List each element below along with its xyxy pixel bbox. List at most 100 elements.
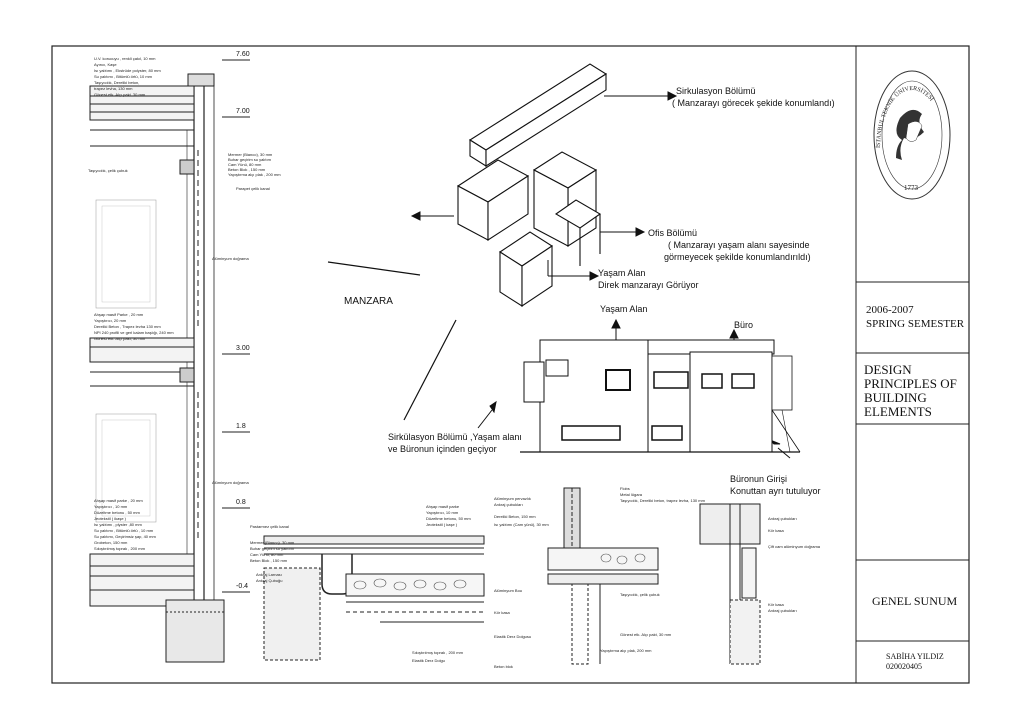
semester-term: SPRING SEMESTER [866,318,965,330]
section-note: Ayırıcı, Kaşe [94,62,117,67]
detail-label: Sıkıştırılmış toprak , 200 mm [412,650,463,655]
detail-label: Yapıştırma alçı plak, 200 mm [600,648,652,653]
sheet-title: GENEL SUNUM [872,594,958,608]
semester-year: 2006-2007 [866,304,914,316]
university-seal-icon [873,70,951,200]
section-note: Gönest etk. Alçı pakt, 30 mm [94,92,146,97]
section-note: Yapıştırıcı, 20 mm [94,318,127,323]
detail-label: Çift cam alüminyum doğrama [768,544,821,549]
detail-label: Alüminyum Bou [494,588,523,593]
window-wall-details [547,487,761,665]
circulation-desc-1: Sirkülasyon Bölümü ,Yaşam alanı [388,432,522,442]
section-note: Ahşap masif parke , 20 mm [94,498,143,503]
detail-label: Isı yalıtımı (Cam yünü), 30 mm [494,522,549,527]
course-title-3: BUILDING [864,390,927,405]
detail-label: Ankraj çubukları [494,502,523,507]
detail-label: Ankraj Larnası [256,572,282,577]
level-mark: 3.00 [236,345,250,352]
section-note: trapez levha, 130 mm [94,86,133,91]
course-title-1: DESIGN [864,362,912,377]
detail-label: Kör kasa [768,528,784,533]
detail-label: Cam Yünü, 80 mm [250,552,284,557]
axonometric-massing [456,63,608,308]
detail-label: Metal lügara [620,492,643,497]
student-number: 020020405 [886,662,922,671]
section-note: U.V. korucuyu , renkli çakıl, 10 mm [94,56,156,61]
section-note: Ahşap masif Parke , 20 mm [94,312,144,317]
wall-section-drawing [89,59,250,663]
detail-label: Flobs [620,486,630,491]
ofis-desc-1: ( Manzarayı yaşam alanı sayesinde [668,240,810,250]
detail-label: Elastik Derz Dolgu [412,658,445,663]
circulation-desc-2: ve Büronun içinden geçiyor [388,444,497,454]
detail-label: Mermer (Bianco), 30 mm [250,540,295,545]
detail-label: Kör kasa [768,602,784,607]
section-note: Sıkıştırılmış toprak , 200 mm [94,546,145,551]
yasam-title: Yaşam Alan [598,268,646,278]
section-note: Mermer (Bianco), 30 mm [228,152,273,157]
detail-label: Ankraj Çubuğu [256,578,283,583]
yasam-desc: Direk manzarayı Görüyor [598,280,699,290]
detail-label: Ankraj çubukları [768,608,797,613]
sirkulasyon-title: Sirkulasyon Bölümü [676,86,756,96]
detail-label: Dereliki Beton, 150 mm [494,514,536,519]
manzara-label: MANZARA [344,296,393,307]
ofis-title: Ofis Bölümü [648,228,698,238]
section-note: Isı yalıtımı , Ekstrüde polyster, 80 mm [94,68,161,73]
detail-label: Kör kasa [494,610,510,615]
level-mark: 7.00 [236,108,250,115]
seal-year: 1773 [904,184,918,192]
detail-label: Parapet çelik kanal [236,186,270,191]
svg-text:İSTANBUL TEKNİK ÜNİVERSİTESİ: İSTANBUL TEKNİK ÜNİVERSİTESİ [875,86,935,148]
detail-label: Yapıştırıcı, 10 mm [426,510,459,515]
student-name: SABİHA YILDIZ [886,652,944,661]
detail-label: Taşıyıcılık, çelik çubuk [88,168,128,173]
level-mark: 0.8 [236,499,246,506]
section-note: Yapıştırma alçı plak , 200 mm [228,172,281,177]
section-note: Cam Yünü, 80 mm [228,162,262,167]
detail-label: Alüminyum pervazlık [494,496,531,501]
section-note: Jeotekstil ( ikaşe ) [94,516,127,521]
section-note: NPI 240 profili ve gerl kalam başlığı, 2… [94,330,174,335]
elevation-yasam-label: Yaşam Alan [600,304,648,314]
sirkulasyon-desc: ( Manzarayı görecek şekide konumlandı) [672,98,835,108]
level-mark: 1.8 [236,423,246,430]
section-note: Taşıyıcılık, Dereliki beton, [94,80,140,85]
detail-label: Pastarmez çelik kanal [250,524,289,529]
level-mark: -0.4 [236,583,249,590]
detail-label: Beton Blok , 150 mm [250,558,288,563]
detail-label: Ahşap masif parke [426,504,460,509]
section-note: Su yalıtımı , Bitümlü örtü, 10 mm [94,74,153,79]
detail-label: Ankraj çubukları [768,516,797,521]
floor-detail-drawing [263,535,485,661]
section-note: Düzeltme betonu , 50 mm [94,510,140,515]
section-note: Gönest etk. Alçı pakt, 30 mm [94,336,146,341]
buro-entry-2: Konuttan ayrı tutuluyor [730,486,821,496]
buro-entry-1: Büronun Girişi [730,474,788,484]
seal-ring-text: İSTANBUL TEKNİK ÜNİVERSİTESİ [875,86,935,148]
title-block-frame [855,45,970,684]
front-elevation [520,339,801,453]
ofis-desc-2: görmeyecek şekilde konumlandırıldı) [664,252,811,262]
detail-label: Gönest etk. Alçı pakt, 30 mm [620,632,672,637]
level-mark: 7.60 [236,51,250,58]
elevation-buro-label: Büro [734,320,754,330]
section-note: Yapıştırıcı , 10 mm [94,504,128,509]
section-note: Su yalıtımı , Bitümlü örtü , 10 mm [94,528,154,533]
detail-label: Elastik Derz Dolgusu [494,634,532,639]
section-note: Grobeton, 150 mm [94,540,128,545]
detail-label: Buhar geçirim su yalıtımı [250,546,295,551]
section-note: Beton Blok , 150 mm [228,167,266,172]
section-note: Isı yalıtımı , plyster ,80 mm [94,522,142,527]
detail-label: Alüminyum doğrama [212,480,249,485]
course-title-4: ELEMENTS [864,404,932,419]
section-note: Buhar geçirim su yalıtım [228,157,271,162]
detail-label: Beton blok [494,664,513,669]
detail-label: Taşıyıcılık, çelik çubuk [620,592,660,597]
detail-label: Düzeltme betonu, 50 mm [426,516,471,521]
detail-label: Alüminyum doğrama [212,256,249,261]
section-note: Su yalıtımı, Geçirimsiz şap, 40 mm [94,534,156,539]
section-note: Dereliki Beton , Trapez levha 130 mm [94,324,161,329]
detail-label: Jeotekstil ( kaşe ) [426,522,458,527]
